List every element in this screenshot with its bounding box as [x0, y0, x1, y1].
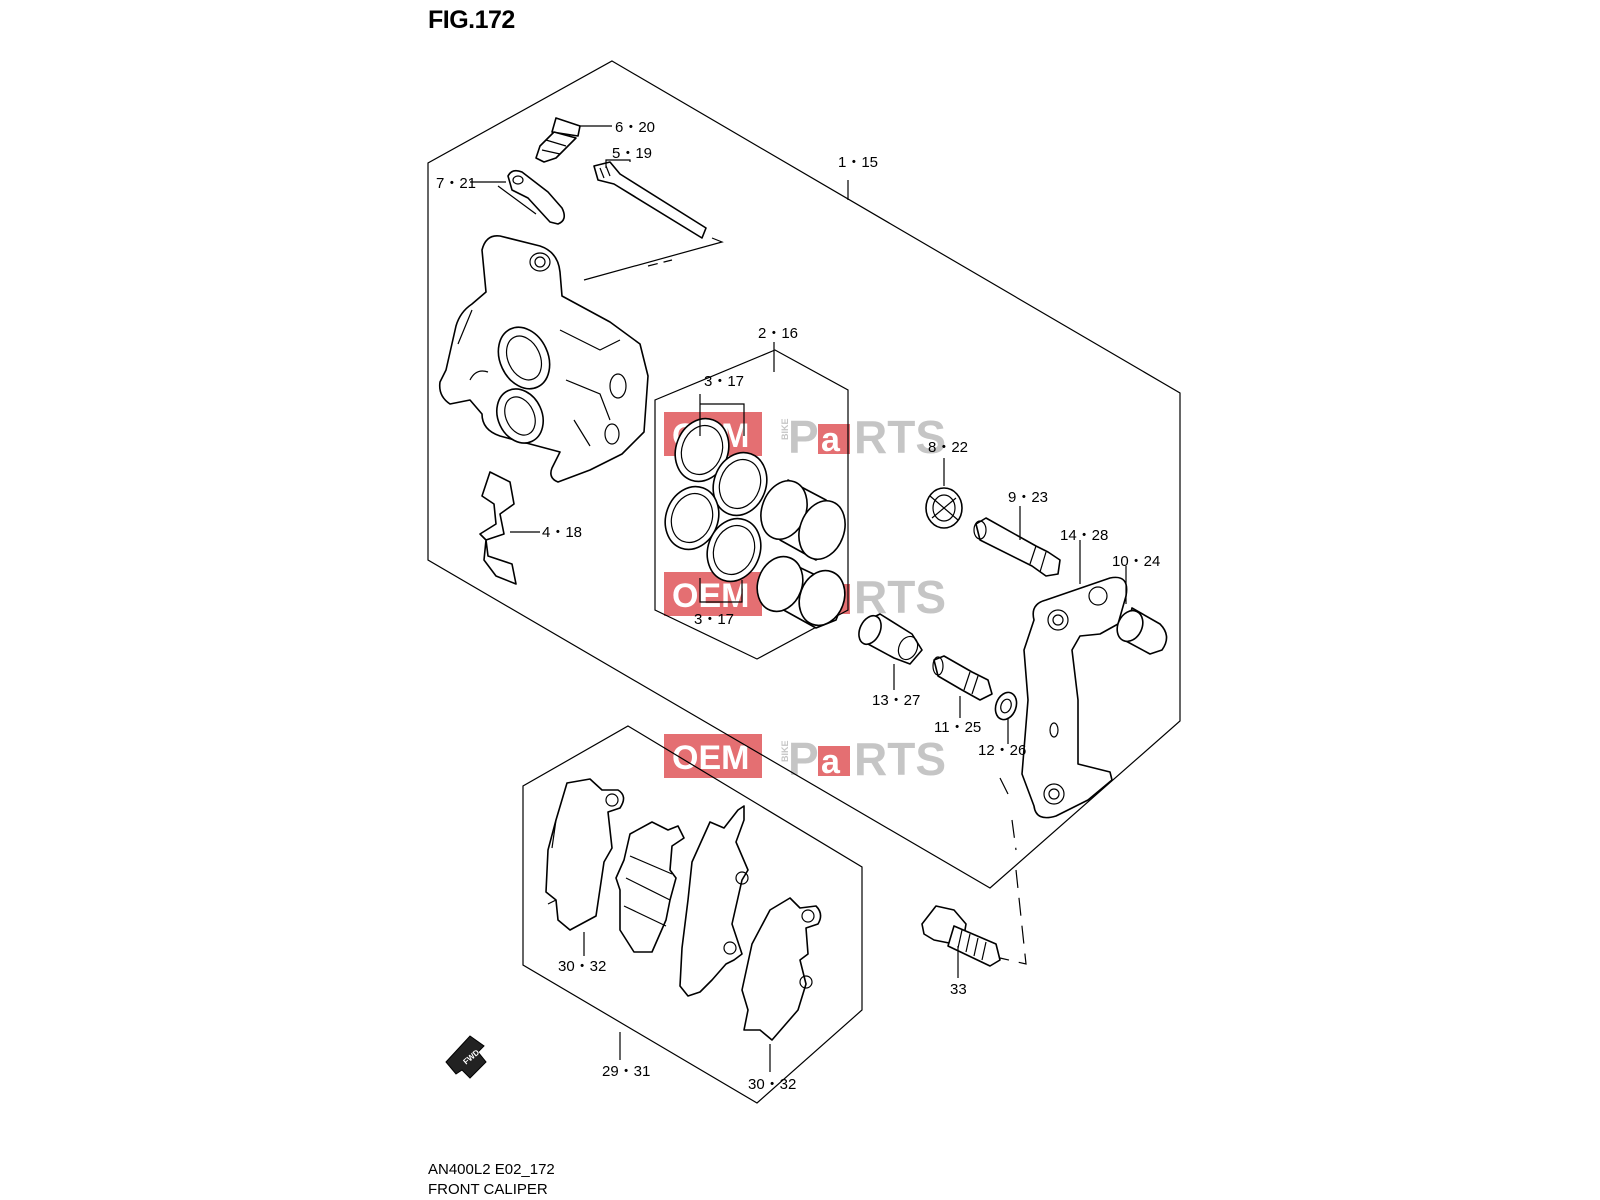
- watermark-3: OEM BIKE P a RTS: [664, 733, 946, 785]
- callout-3-17-lower: 3・17: [694, 611, 734, 628]
- bracket-sleeve[interactable]: [1112, 606, 1168, 655]
- brake-pad-outer-1[interactable]: [545, 778, 625, 931]
- brake-pad-outer-2[interactable]: [741, 897, 822, 1041]
- bleeder-screw[interactable]: [535, 117, 581, 163]
- callout-6-20: 6・20: [615, 119, 655, 136]
- callout-5-19: 5・19: [612, 145, 652, 162]
- svg-text:P: P: [788, 733, 819, 785]
- pin-boot-lower[interactable]: [855, 612, 923, 665]
- diagram-name: FRONT CALIPER: [428, 1181, 548, 1198]
- piston-seals[interactable]: [657, 411, 776, 589]
- callout-9-23: 9・23: [1008, 489, 1048, 506]
- mounting-bolt[interactable]: [921, 905, 1001, 967]
- callout-7-21: 7・21: [436, 175, 476, 192]
- svg-text:a: a: [821, 421, 841, 459]
- callout-2-16: 2・16: [758, 325, 798, 342]
- pistons[interactable]: [750, 474, 853, 632]
- pad-spring[interactable]: [479, 471, 517, 585]
- svg-text:P: P: [788, 411, 819, 463]
- forward-direction-arrow: FWD: [445, 1035, 487, 1079]
- callout-33: 33: [950, 981, 967, 998]
- brake-pad-inner-2[interactable]: [679, 805, 749, 997]
- slide-pin[interactable]: [593, 161, 707, 239]
- svg-text:RTS: RTS: [854, 733, 946, 785]
- caliper-bracket[interactable]: [1021, 576, 1128, 819]
- callout-12-26: 12・26: [978, 742, 1026, 759]
- caliper-pin-lower[interactable]: [932, 655, 993, 701]
- svg-text:OEM: OEM: [672, 739, 749, 777]
- svg-text:BIKE: BIKE: [780, 740, 790, 762]
- piston-seal-kit-frame: [654, 349, 849, 660]
- callout-30-32-left: 30・32: [558, 958, 606, 975]
- figure-title: FIG.172: [428, 6, 515, 34]
- callout-10-24: 10・24: [1112, 553, 1160, 570]
- callout-14-28: 14・28: [1060, 527, 1108, 544]
- callout-3-17-upper: 3・17: [704, 373, 744, 390]
- callout-8-22: 8・22: [928, 439, 968, 456]
- callout-30-32-right: 30・32: [748, 1076, 796, 1093]
- callout-13-27: 13・27: [872, 692, 920, 709]
- caliper-assembly-frame: [427, 60, 1181, 889]
- svg-text:BIKE: BIKE: [780, 418, 790, 440]
- svg-text:RTS: RTS: [854, 411, 946, 463]
- leader-lines: [470, 125, 1127, 1072]
- diagram-code: AN400L2 E02_172: [428, 1161, 555, 1178]
- callout-29-31: 29・31: [602, 1063, 650, 1080]
- caliper-pin-upper[interactable]: [973, 517, 1061, 577]
- caliper-body[interactable]: [438, 234, 649, 483]
- washer[interactable]: [992, 689, 1020, 722]
- pin-boot[interactable]: [925, 487, 963, 529]
- bleeder-cap[interactable]: [507, 169, 566, 225]
- callout-1-15: 1・15: [838, 154, 878, 171]
- svg-text:RTS: RTS: [854, 571, 946, 623]
- callout-11-25: 11・25: [934, 719, 981, 736]
- svg-text:OEM: OEM: [672, 577, 749, 615]
- svg-text:a: a: [821, 743, 841, 781]
- brake-pad-inner-1[interactable]: [615, 821, 685, 953]
- callout-4-18: 4・18: [542, 524, 582, 541]
- pad-set-frame: [522, 725, 863, 1104]
